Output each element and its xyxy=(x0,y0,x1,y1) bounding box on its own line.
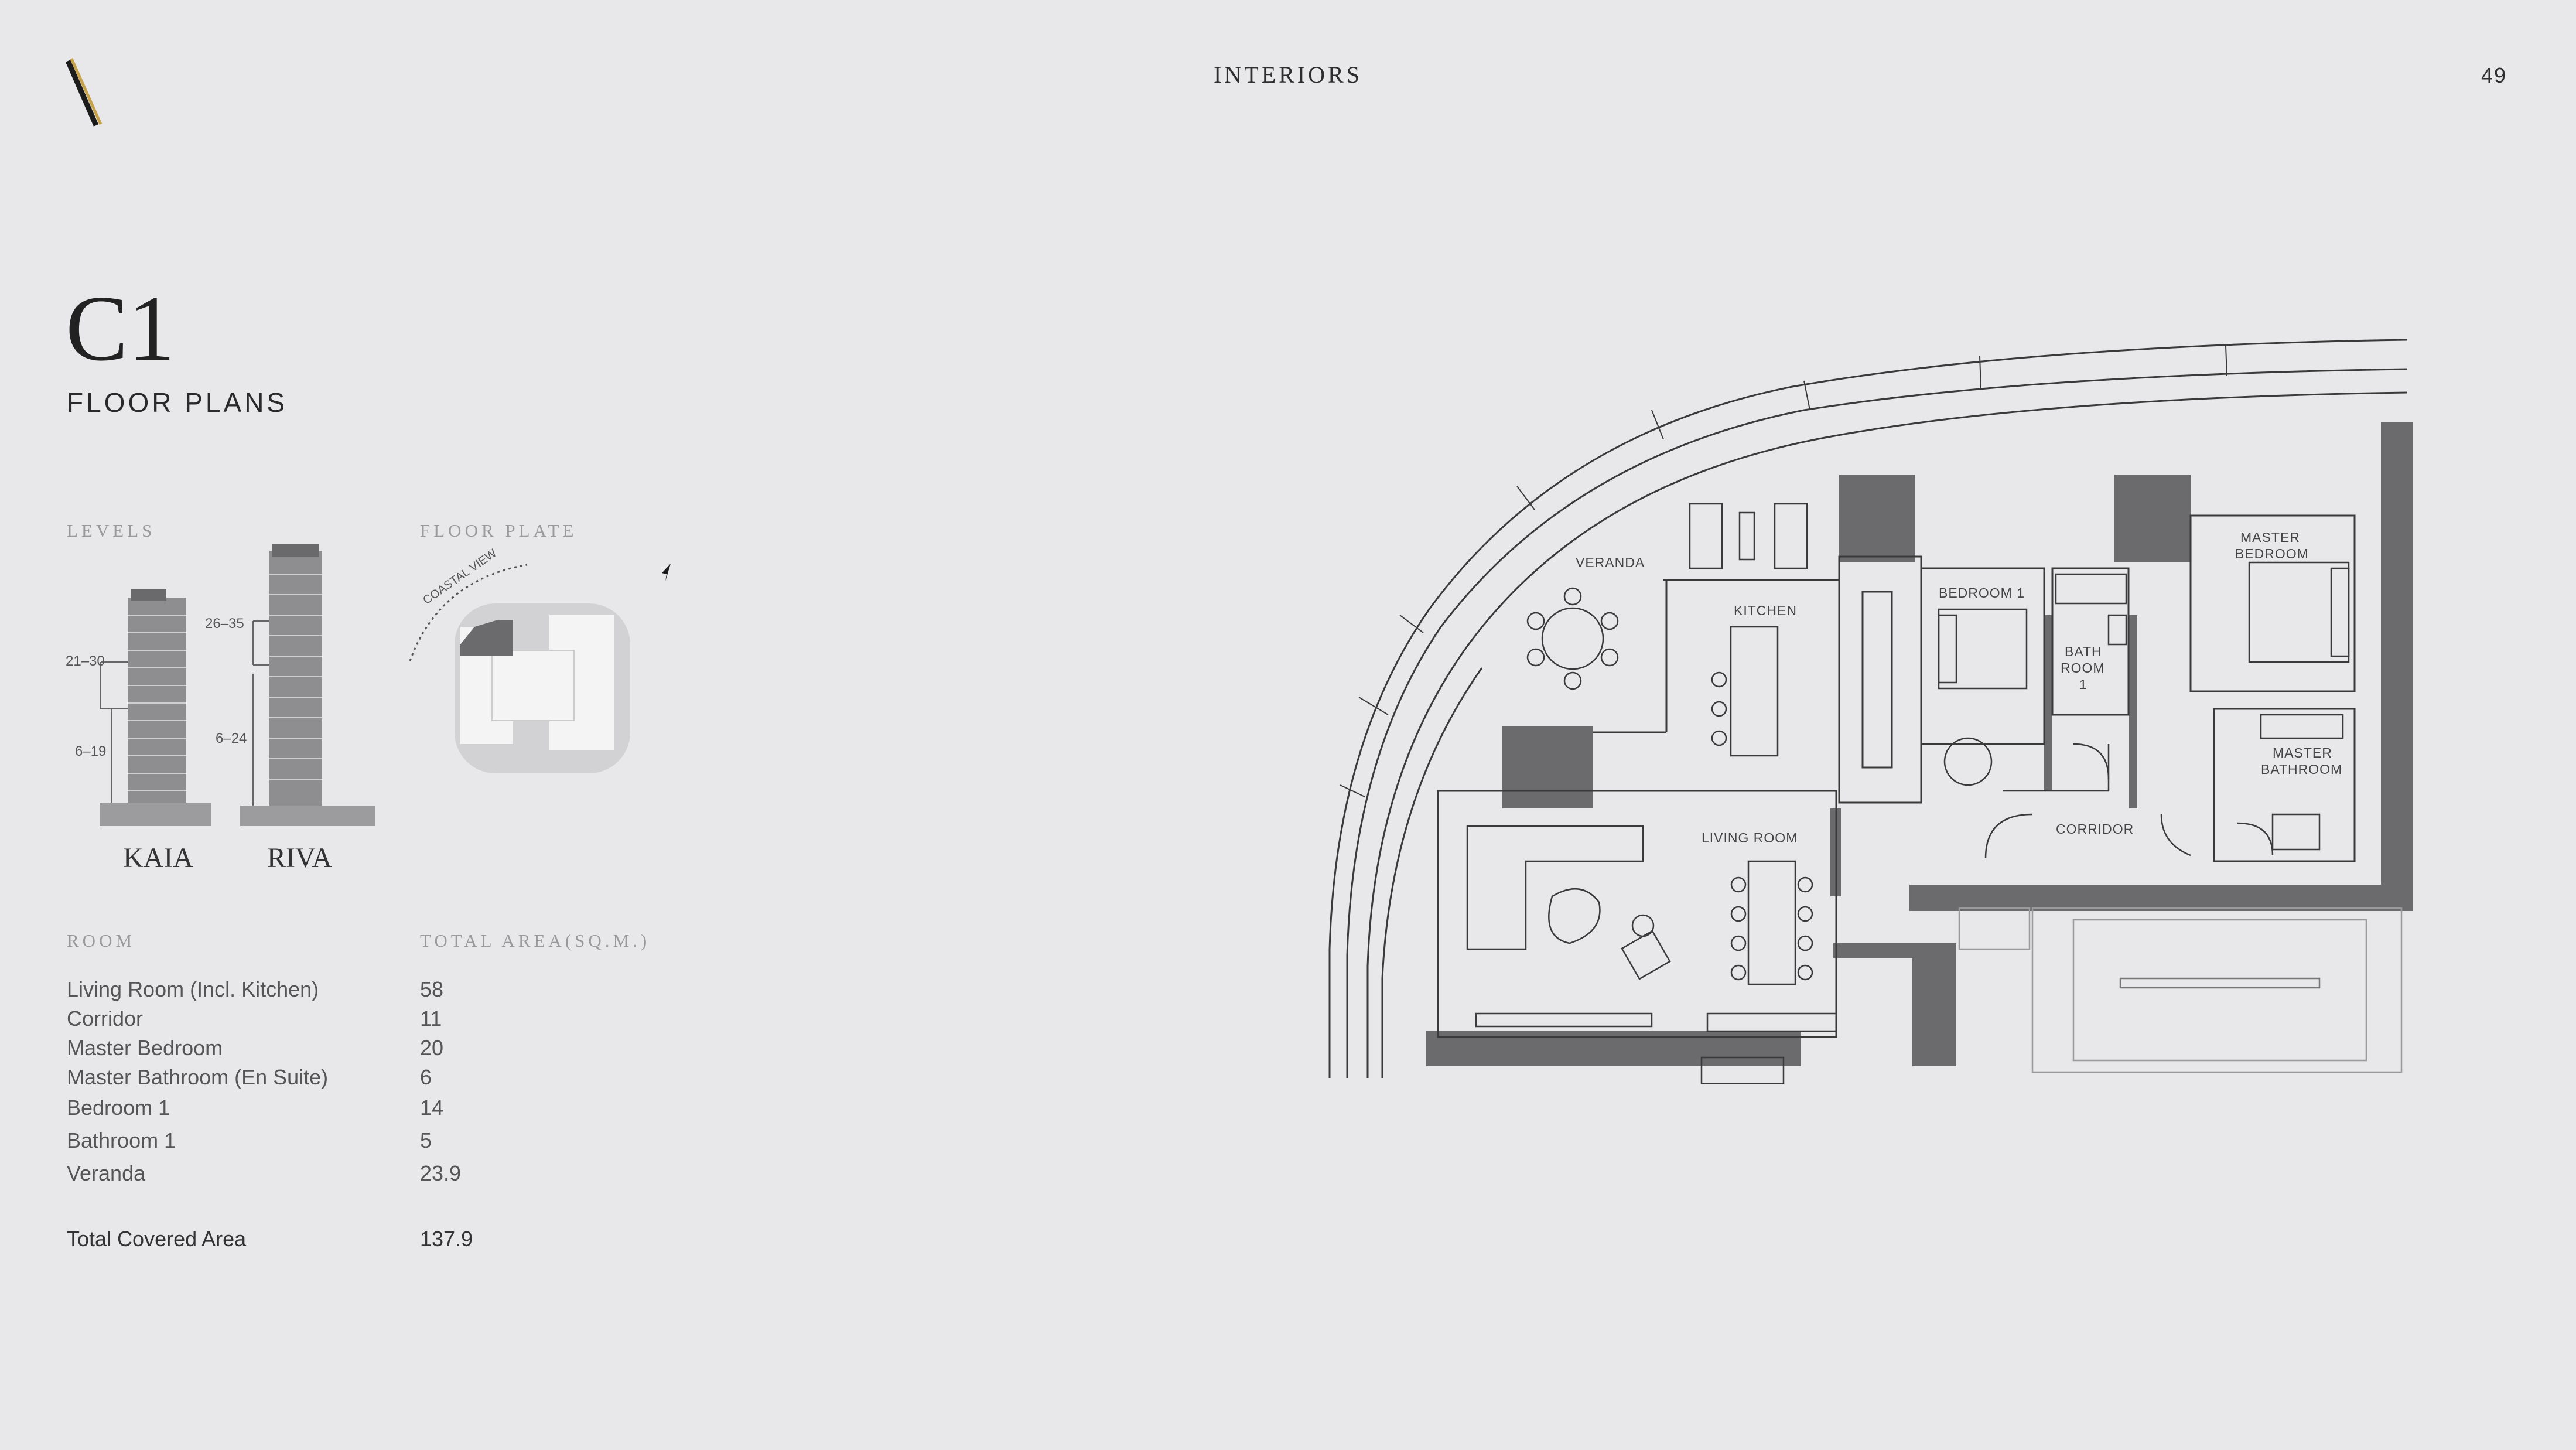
room-name: Bathroom 1 xyxy=(67,1128,176,1152)
room-name: Living Room (Incl. Kitchen) xyxy=(67,977,319,1001)
floor-plate-label: FLOOR PLATE xyxy=(420,520,578,541)
riva-range-upper: 26–35 xyxy=(205,616,244,632)
bath-label-3: 1 xyxy=(2079,677,2088,692)
towers-diagram: 21–30 6–19 KAIA 26–35 6–24 RIVA xyxy=(66,544,375,874)
veranda-label: VERANDA xyxy=(1576,555,1645,570)
section-title: INTERIORS xyxy=(1214,62,1362,88)
area-column-header: TOTAL AREA(SQ.M.) xyxy=(420,930,651,951)
room-area: 23.9 xyxy=(420,1161,462,1185)
unit-subtitle: FLOOR PLANS xyxy=(67,387,288,418)
room-name: Master Bathroom (En Suite) xyxy=(67,1065,329,1089)
table-row: Bathroom 1 5 xyxy=(67,1128,535,1158)
room-area: 11 xyxy=(420,1007,442,1031)
floor-plan: VERANDA KITCHEN BEDROOM 1 BATH ROOM 1 MA… xyxy=(1328,339,2413,1084)
bath-label-1: BATH xyxy=(2065,644,2102,659)
kaia-name: KAIA xyxy=(123,842,193,874)
room-column-header: ROOM xyxy=(67,930,136,951)
kaia-range-upper: 21–30 xyxy=(66,653,105,669)
room-area: 20 xyxy=(420,1036,444,1060)
brand-logo-icon xyxy=(65,57,103,127)
north-arrow-icon xyxy=(662,564,671,581)
room-name: Corridor xyxy=(67,1007,144,1031)
kitchen-label: KITCHEN xyxy=(1734,603,1797,618)
kaia-tower: 21–30 6–19 KAIA xyxy=(66,589,211,874)
master-bath-label-1: MASTER xyxy=(2273,745,2332,760)
room-area: 6 xyxy=(420,1065,432,1089)
total-label: Total Covered Area xyxy=(67,1227,247,1251)
riva-name: RIVA xyxy=(267,842,332,874)
master-bath-label-2: BATHROOM xyxy=(2261,762,2342,777)
living-room-label: LIVING ROOM xyxy=(1702,830,1798,845)
bedroom1-label: BEDROOM 1 xyxy=(1939,585,2025,601)
room-area: 58 xyxy=(420,977,444,1001)
riva-tower: 26–35 6–24 RIVA xyxy=(205,544,375,874)
floor-plate-diagram: COASTAL VIEW xyxy=(409,547,671,773)
kaia-range-lower: 6–19 xyxy=(75,743,106,759)
unit-code: C1 xyxy=(66,276,175,380)
room-area: 14 xyxy=(420,1096,444,1120)
room-name: Bedroom 1 xyxy=(67,1096,170,1120)
table-row: Living Room (Incl. Kitchen) 58 xyxy=(67,977,535,1007)
table-row: Corridor 11 xyxy=(67,1007,535,1036)
levels-label: LEVELS xyxy=(67,520,156,541)
table-row: Veranda 23.9 xyxy=(67,1161,535,1190)
master-bed-label-1: MASTER xyxy=(2240,530,2300,545)
page-number: 49 xyxy=(2481,63,2507,87)
room-name: Master Bedroom xyxy=(67,1036,223,1060)
total-row: Total Covered Area 137.9 xyxy=(67,1227,535,1256)
room-area: 5 xyxy=(420,1128,432,1152)
master-bed-label-2: BEDROOM xyxy=(2235,546,2309,561)
table-row: Master Bedroom 20 xyxy=(67,1036,535,1065)
table-row: Bedroom 1 14 xyxy=(67,1096,535,1125)
room-name: Veranda xyxy=(67,1161,146,1185)
bath-label-2: ROOM xyxy=(2061,660,2105,675)
riva-range-lower: 6–24 xyxy=(216,731,247,746)
corridor-label: CORRIDOR xyxy=(2056,821,2134,837)
total-area: 137.9 xyxy=(420,1227,473,1251)
table-row: Master Bathroom (En Suite) 6 xyxy=(67,1065,535,1094)
